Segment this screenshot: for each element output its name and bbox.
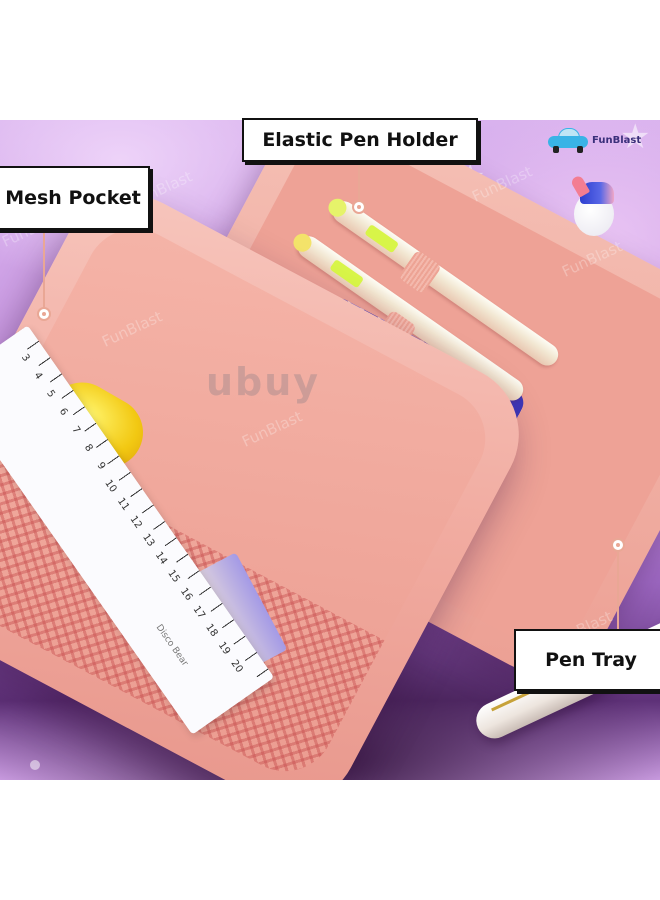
ruler-number: 13 <box>140 531 157 549</box>
pen-tray-connector <box>617 545 619 630</box>
callout-elastic-pen-holder: Elastic Pen Holder <box>242 118 478 162</box>
ruler-brand: Disco Bear <box>153 622 190 669</box>
callout-label: Pen Tray <box>545 649 637 671</box>
ruler-number: 3 <box>18 352 32 365</box>
ruler-number: 4 <box>31 370 44 383</box>
car-icon <box>548 128 588 153</box>
unicorn-mascot-icon <box>569 170 616 240</box>
star-decoration: ★ <box>620 120 651 157</box>
ruler-number: 16 <box>178 585 195 603</box>
ruler-number: 20 <box>228 658 245 675</box>
elastic-pen-holder-pin <box>352 200 366 214</box>
ruler-number: 10 <box>102 477 119 495</box>
ruler-number: 15 <box>165 567 182 585</box>
ruler-number: 14 <box>152 549 170 567</box>
product-photo: ★ ★ ★ 3 4 5 6 7 8 9 10 11 12 13 14 15 16… <box>0 120 660 780</box>
ruler-number: 9 <box>94 460 107 473</box>
ruler-number: 17 <box>190 603 208 621</box>
callout-mesh-pocket: Mesh Pocket <box>0 166 150 230</box>
callout-pen-tray: Pen Tray <box>514 629 660 691</box>
ruler-number: 5 <box>43 388 57 401</box>
ruler-number: 8 <box>81 442 95 455</box>
ruler-number: 7 <box>69 424 82 437</box>
sparkle-dot <box>30 760 40 770</box>
ruler-number: 11 <box>115 495 132 513</box>
brand-name: FunBlast <box>592 134 642 146</box>
elastic-pen-holder-connector <box>358 160 360 202</box>
mesh-pocket-connector <box>43 228 45 308</box>
callout-label: Elastic Pen Holder <box>262 129 458 151</box>
callout-label: Mesh Pocket <box>5 187 141 209</box>
pen-tray-pin <box>611 538 625 552</box>
center-watermark: ubuy <box>206 360 321 404</box>
ruler-number: 6 <box>56 406 70 419</box>
ruler-number: 19 <box>216 640 233 657</box>
ruler-number: 18 <box>203 622 220 639</box>
ruler-number: 12 <box>127 513 145 531</box>
mesh-pocket-pin <box>37 307 51 321</box>
brand-logo: FunBlast <box>548 128 642 153</box>
